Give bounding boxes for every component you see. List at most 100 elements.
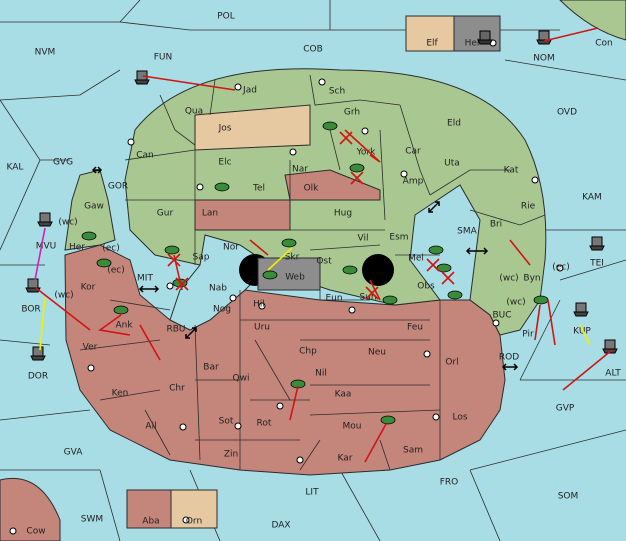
label-coast-ec-kor: (ec) <box>107 266 125 276</box>
label-nor: Nor <box>223 243 239 253</box>
label-kup: KUP <box>573 327 591 337</box>
label-kam: KAM <box>582 193 602 203</box>
supply-centers <box>9 39 564 535</box>
label-lan: Lan <box>202 209 218 219</box>
fleet-dor <box>30 346 46 361</box>
label-cow: Cow <box>26 527 45 537</box>
west-arm <box>64 169 116 251</box>
label-kat: Kat <box>504 166 519 176</box>
label-cob: COB <box>303 45 323 55</box>
label-bar: Bar <box>203 363 219 373</box>
label-rod: ROD <box>499 353 519 363</box>
label-nom: NOM <box>533 54 555 64</box>
label-ver: Ver <box>83 343 98 353</box>
label-lit: LIT <box>305 488 319 498</box>
army-elc <box>214 182 230 192</box>
label-mit: MIT <box>137 274 153 284</box>
orders-support <box>34 227 591 351</box>
internal-borders <box>79 74 546 471</box>
strait-arrow-rod <box>501 363 519 371</box>
label-coast-ec-her: (ec) <box>102 244 120 254</box>
label-coast-ec-byn: (ec) <box>552 263 570 273</box>
strait-arrows <box>91 166 519 371</box>
army-sap-1 <box>164 245 180 255</box>
strait-arrow-sma <box>428 201 440 213</box>
label-nar: Nar <box>292 165 308 175</box>
strait-arrow-mit <box>138 285 160 293</box>
label-car: Car <box>405 147 421 157</box>
label-kor: Kor <box>81 283 96 293</box>
fleet-hel <box>477 30 493 45</box>
fleet-nom <box>536 30 552 45</box>
label-zin: Zin <box>224 450 238 460</box>
label-sap: Sap <box>193 253 210 263</box>
label-gor: GOR <box>108 182 128 192</box>
label-uru: Uru <box>254 323 270 333</box>
label-neu: Neu <box>368 348 386 358</box>
label-mou: Mou <box>343 422 362 432</box>
label-elc: Elc <box>218 158 231 168</box>
label-swm: SWM <box>81 515 103 525</box>
label-nog: Nog <box>213 305 231 315</box>
label-kal: KAL <box>7 163 24 173</box>
fleet-fun <box>134 70 150 85</box>
label-qua: Qua <box>185 107 203 117</box>
label-orl: Orl <box>445 358 458 368</box>
label-fro: FRO <box>440 478 459 488</box>
label-gur: Gur <box>157 209 174 219</box>
label-grh: Grh <box>344 108 360 118</box>
label-ken: Ken <box>112 389 129 399</box>
dislodged-markers <box>167 131 455 300</box>
label-nvm: NVM <box>35 48 56 58</box>
label-vil: Vil <box>358 234 369 244</box>
x-tel <box>350 171 364 185</box>
label-hel: Hel <box>465 39 480 49</box>
strait-arrow-bri <box>465 247 489 255</box>
label-fun: FUN <box>154 53 173 63</box>
label-chr: Chr <box>169 384 185 394</box>
label-buc: BUC <box>492 311 511 321</box>
elf-territory[interactable] <box>405 15 455 52</box>
army-web <box>262 270 278 280</box>
label-web: Web <box>285 273 305 283</box>
x-sun <box>365 286 379 300</box>
x-grh <box>339 131 353 145</box>
label-obs: Obs <box>417 282 435 292</box>
label-bor: BOR <box>21 305 40 315</box>
orn-territory[interactable] <box>170 489 218 529</box>
label-los: Los <box>452 413 467 423</box>
label-dor: DOR <box>28 372 48 382</box>
label-can: Can <box>136 151 154 161</box>
army-obs <box>447 290 463 300</box>
coast-labels: (wc) (ec) (ec) (wc) (wc) (ec) (wc) <box>54 218 569 308</box>
label-tei: TEI <box>589 259 604 269</box>
label-rie: Rie <box>521 202 536 212</box>
land-labels: Jad Sch Qua Grh Jos Eld Can Car York Elc… <box>69 39 541 527</box>
label-nil: Nil <box>315 369 327 379</box>
label-jos: Jos <box>218 124 232 134</box>
label-tel: Tel <box>252 184 265 194</box>
label-ail: Ail <box>145 422 156 432</box>
label-ank: Ank <box>115 321 133 331</box>
label-uta: Uta <box>444 159 460 169</box>
label-skr: Skr <box>285 253 300 263</box>
cow-territory[interactable] <box>0 477 61 541</box>
army-skr <box>281 238 297 248</box>
army-ost <box>342 265 358 275</box>
label-ost: Ost <box>316 257 332 267</box>
label-olk: Olk <box>304 184 320 194</box>
army-pir <box>533 295 549 305</box>
label-her: Her <box>69 243 85 253</box>
label-hil: Hil <box>253 300 265 310</box>
olk-territory[interactable] <box>284 169 381 201</box>
aba-territory[interactable] <box>126 489 172 529</box>
label-eld: Eld <box>447 119 461 129</box>
label-pol: POL <box>217 12 235 22</box>
jos-territory[interactable] <box>194 104 311 151</box>
label-dax: DAX <box>271 521 290 531</box>
label-qwi: Qwi <box>233 374 250 384</box>
label-sam: Sam <box>403 446 423 456</box>
x-sap-1 <box>167 253 181 267</box>
army-ec <box>96 258 112 268</box>
fleet-mvu <box>37 212 53 227</box>
